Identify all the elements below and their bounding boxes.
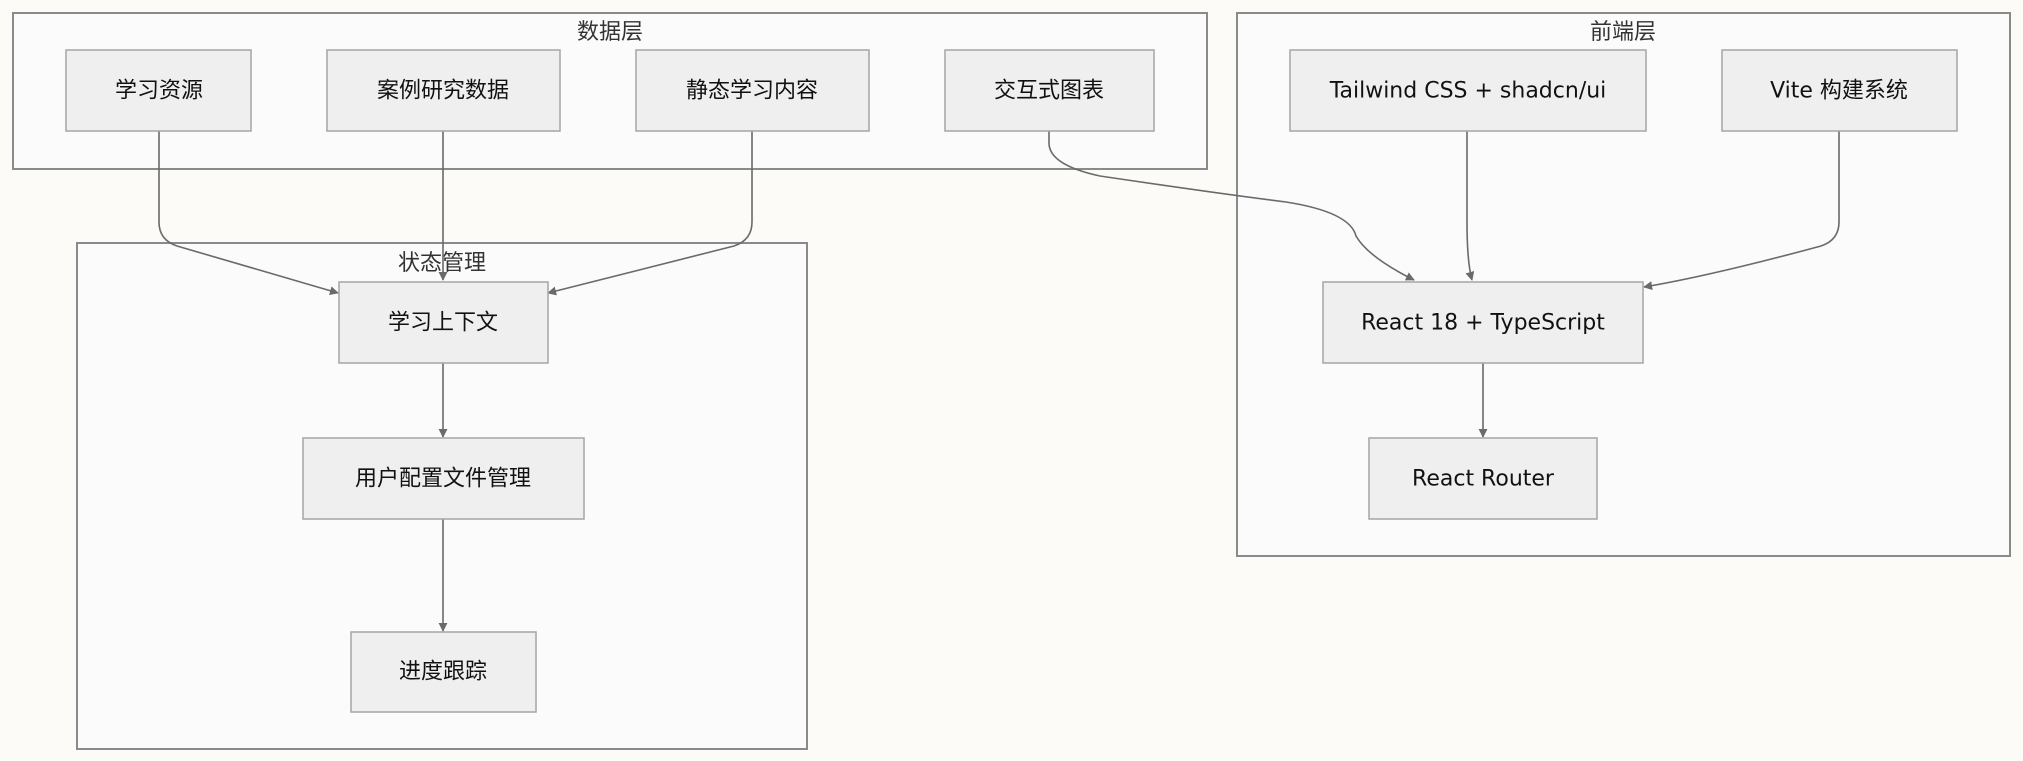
edge-static-content-to-learning-context	[547, 131, 753, 296]
edge-tailwind-to-react	[1465, 131, 1475, 281]
node-tailwind-label: Tailwind CSS + shadcn/ui	[1329, 79, 1607, 104]
edge-learning-resources-to-learning-context	[158, 131, 339, 296]
cluster-state-management-label: 状态管理	[398, 251, 486, 276]
node-learning-context-label: 学习上下文	[388, 311, 498, 336]
node-learning-resources: 学习资源	[65, 49, 252, 132]
node-react-router: React Router	[1368, 437, 1598, 520]
node-static-content: 静态学习内容	[635, 49, 870, 132]
node-learning-resources-label: 学习资源	[115, 79, 203, 104]
node-tailwind: Tailwind CSS + shadcn/ui	[1289, 49, 1647, 132]
node-progress-tracking: 进度跟踪	[350, 631, 537, 713]
edge-interactive-charts-to-react	[1048, 131, 1415, 281]
node-interactive-charts-label: 交互式图表	[994, 79, 1104, 104]
node-interactive-charts: 交互式图表	[944, 49, 1155, 132]
node-static-content-label: 静态学习内容	[686, 79, 818, 104]
node-user-profile: 用户配置文件管理	[302, 437, 585, 520]
node-vite-label: Vite 构建系统	[1770, 79, 1908, 104]
cluster-frontend-layer-label: 前端层	[1590, 20, 1656, 45]
node-progress-tracking-label: 进度跟踪	[399, 660, 487, 685]
node-case-study-data: 案例研究数据	[326, 49, 561, 132]
node-user-profile-label: 用户配置文件管理	[355, 467, 531, 492]
edges	[158, 131, 1840, 632]
node-vite: Vite 构建系统	[1721, 49, 1958, 132]
node-react: React 18 + TypeScript	[1322, 281, 1644, 364]
node-react-router-label: React Router	[1412, 467, 1555, 492]
node-learning-context: 学习上下文	[338, 281, 549, 364]
cluster-data-layer-label: 数据层	[577, 20, 643, 45]
node-react-label: React 18 + TypeScript	[1361, 311, 1605, 336]
edge-vite-to-react	[1643, 131, 1840, 291]
node-case-study-data-label: 案例研究数据	[377, 79, 509, 104]
